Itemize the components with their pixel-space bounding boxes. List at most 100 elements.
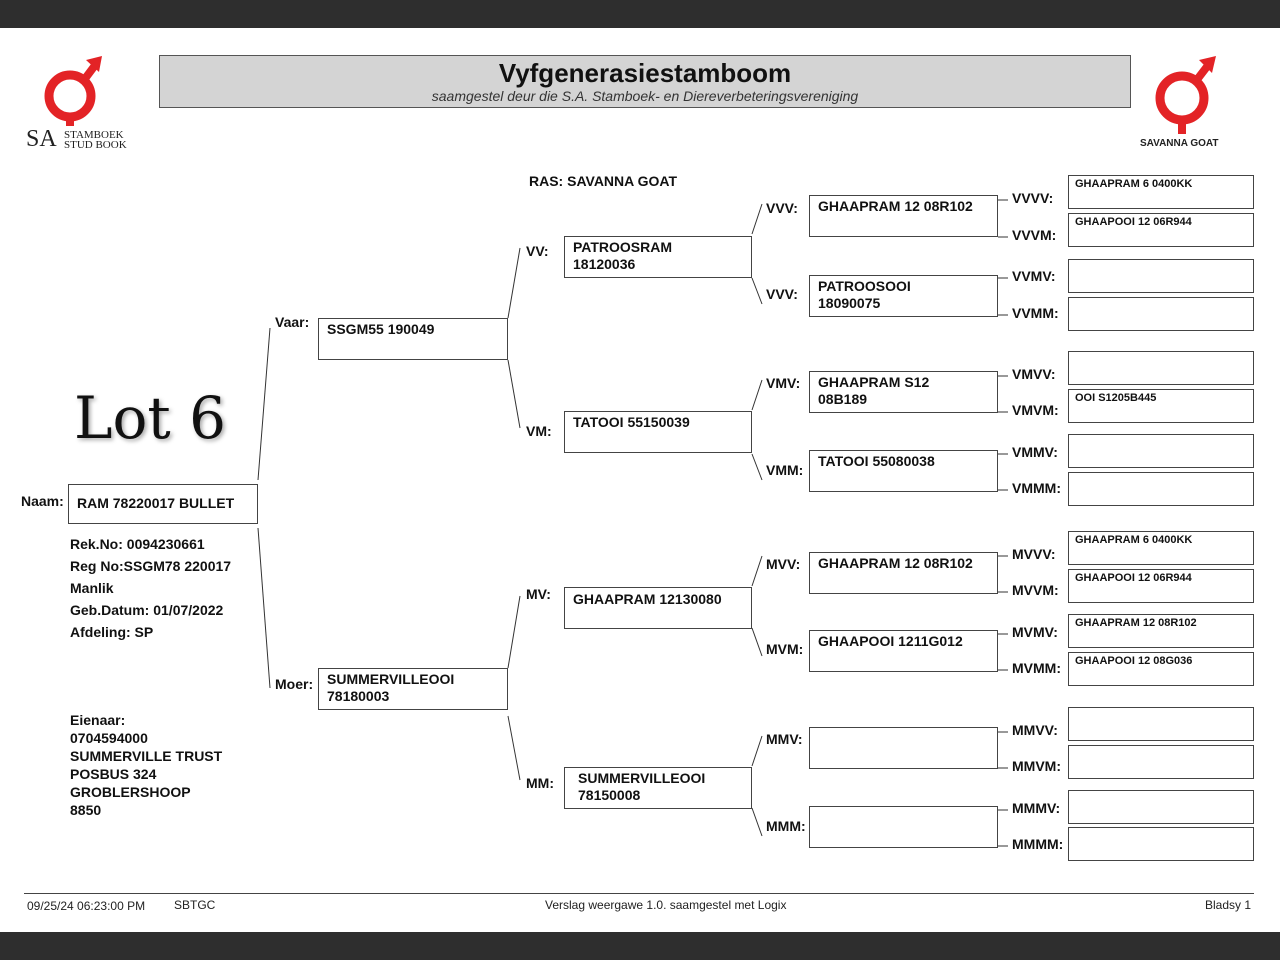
- footer-page: Bladsy 1: [1205, 898, 1252, 912]
- sire-label: Vaar:: [275, 314, 310, 330]
- gen4-label: VVVM:: [1012, 227, 1057, 243]
- mvm-label: MVM:: [766, 641, 804, 657]
- footer-code: SBTGC: [174, 898, 216, 912]
- gen4-box: [1068, 434, 1254, 468]
- pedigree-page: SA STAMBOEK STUD BOOK SAVANNA GOAT Vyfge…: [0, 28, 1280, 932]
- lot-number: Lot 6: [74, 384, 227, 452]
- gen4-box: [1068, 297, 1254, 331]
- gen4-label: VVMM:: [1012, 305, 1059, 321]
- savanna-goat-logo: SAVANNA GOAT: [1138, 54, 1238, 154]
- gen4-box: OOI S1205B445: [1068, 389, 1254, 423]
- gen4-box: [1068, 827, 1254, 861]
- owner-line: SUMMERVILLE TRUST: [70, 748, 223, 764]
- gen4-label: MMMV:: [1012, 800, 1061, 816]
- dam-name: SUMMERVILLEOOI: [327, 671, 455, 687]
- logo-caption: SAVANNA GOAT: [1140, 138, 1219, 149]
- account-number: Rek.No: 0094230661: [70, 536, 205, 552]
- vm-label: VM:: [526, 423, 552, 439]
- sa-studbook-logo: SA STAMBOEK STUD BOOK: [26, 54, 136, 154]
- mmv-box: [809, 727, 998, 769]
- vmv-box: GHAAPRAM S12 08B189: [809, 371, 998, 413]
- gen4-label: MVMV:: [1012, 624, 1058, 640]
- gen4-label: VMMM:: [1012, 480, 1061, 496]
- vv-label: VV:: [526, 243, 549, 259]
- goat-gender-symbol-icon: [1155, 56, 1216, 134]
- gen4-box: GHAAPOOI 12 08G036: [1068, 652, 1254, 686]
- vmv-label: VMV:: [766, 375, 801, 391]
- logo-sa: SA: [26, 126, 57, 152]
- vv-name: PATROOSRAM: [573, 239, 673, 255]
- gen4-box: [1068, 259, 1254, 293]
- owner-line: 8850: [70, 802, 102, 818]
- mv-label: MV:: [526, 586, 551, 602]
- footer-version: Verslag weergawe 1.0. saamgestel met Log…: [545, 898, 787, 912]
- vvm-name: PATROOSOOI: [818, 278, 911, 294]
- owner-line: 0704594000: [70, 730, 148, 746]
- owner-line: GROBLERSHOOP: [70, 784, 191, 800]
- bottom-bar: [0, 932, 1280, 960]
- division: Afdeling: SP: [70, 624, 154, 640]
- report-header: Vyfgenerasiestamboom saamgestel deur die…: [159, 55, 1131, 108]
- mm-label: MM:: [526, 775, 554, 791]
- gen4-label: MVVM:: [1012, 582, 1059, 598]
- mvv-box: GHAAPRAM 12 08R102: [809, 552, 998, 594]
- gen4-label: VVVV:: [1012, 190, 1054, 206]
- mmv-label: MMV:: [766, 731, 803, 747]
- owner-label: Eienaar:: [70, 712, 126, 728]
- gen4-box: [1068, 707, 1254, 741]
- mmm-box: [809, 806, 998, 848]
- vmv-name: GHAAPRAM S12: [818, 374, 930, 390]
- gen4-box: GHAAPRAM 6 0400KK: [1068, 175, 1254, 209]
- gen4-box: [1068, 790, 1254, 824]
- breed-label: RAS: SAVANNA GOAT: [529, 173, 678, 189]
- sire-box: SSGM55 190049: [318, 318, 508, 360]
- vvv-name: GHAAPRAM 12 08R102: [818, 198, 973, 214]
- animal-name-box: RAM 78220017 BULLET: [68, 484, 258, 524]
- report-subtitle: saamgestel deur die S.A. Stamboek- en Di…: [431, 88, 859, 104]
- pedigree-connectors: [257, 199, 1008, 847]
- mvm-box: GHAAPOOI 1211G012: [809, 630, 998, 672]
- sire-name: SSGM55 190049: [327, 321, 435, 337]
- sex: Manlik: [70, 580, 114, 596]
- mvv-label: MVV:: [766, 556, 801, 572]
- vvv-label: VVV:: [766, 200, 798, 216]
- vv-box: PATROOSRAM 18120036: [564, 236, 752, 278]
- owner-block: Eienaar: 0704594000 SUMMERVILLE TRUST PO…: [70, 711, 222, 819]
- gen4-box: [1068, 351, 1254, 385]
- mv-box: GHAAPRAM 12130080: [564, 587, 752, 629]
- animal-details: Rek.No: 0094230661 Reg No:SSGM78 220017 …: [70, 533, 231, 643]
- mvv-name: GHAAPRAM 12 08R102: [818, 555, 973, 571]
- vmm-label: VMM:: [766, 462, 804, 478]
- name-label: Naam:: [21, 493, 64, 509]
- vvm-number: 18090075: [818, 295, 881, 311]
- gen4-box: GHAAPRAM 12 08R102: [1068, 614, 1254, 648]
- logo-line-1: STAMBOEK: [64, 129, 124, 141]
- gen4-label: MMMM:: [1012, 836, 1064, 852]
- mmm-label: MMM:: [766, 818, 806, 834]
- gen4-label: VMMV:: [1012, 444, 1058, 460]
- vmm-box: TATOOI 55080038: [809, 450, 998, 492]
- dam-label: Moer:: [275, 676, 314, 692]
- mm-number: 78150008: [578, 787, 641, 803]
- mvm-name: GHAAPOOI 1211G012: [818, 633, 963, 649]
- dam-number: 78180003: [327, 688, 390, 704]
- vv-number: 18120036: [573, 256, 636, 272]
- gen4-label: MMVM:: [1012, 758, 1061, 774]
- registration-number: Reg No:SSGM78 220017: [70, 558, 232, 574]
- gen4-box: GHAAPRAM 6 0400KK: [1068, 531, 1254, 565]
- gen4-label: MVVV:: [1012, 546, 1056, 562]
- vvm-label: VVV:: [766, 286, 798, 302]
- gen4-label: MMVV:: [1012, 722, 1058, 738]
- vvm-box: PATROOSOOI 18090075: [809, 275, 998, 317]
- gen4-box: GHAAPOOI 12 06R944: [1068, 569, 1254, 603]
- footer-divider: [24, 893, 1254, 894]
- gen4-label: VMVV:: [1012, 366, 1056, 382]
- footer-datetime: 09/25/24 06:23:00 PM: [27, 899, 146, 913]
- vm-name: TATOOI 55150039: [573, 414, 690, 430]
- gen4-box: GHAAPOOI 12 06R944: [1068, 213, 1254, 247]
- gen4-box: [1068, 745, 1254, 779]
- dam-box: SUMMERVILLEOOI 78180003: [318, 668, 508, 710]
- mm-name: SUMMERVILLEOOI: [578, 770, 706, 786]
- vmv-number: 08B189: [818, 391, 868, 407]
- owner-line: POSBUS 324: [70, 766, 157, 782]
